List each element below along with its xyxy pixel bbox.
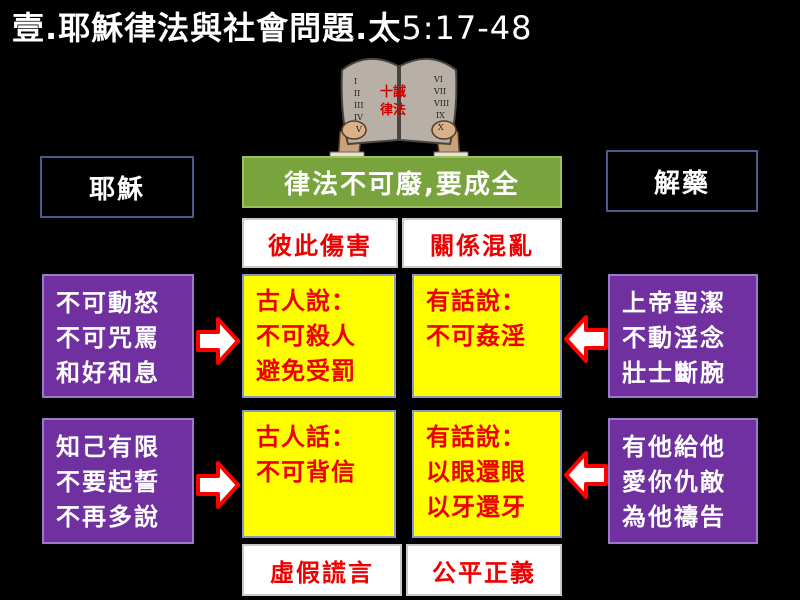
problem-bottom-left-text: 虛假謊言 bbox=[270, 558, 374, 587]
numeral-left-3: III bbox=[354, 101, 363, 110]
numeral-left-5: V bbox=[355, 125, 362, 134]
left-header-label: 耶穌 bbox=[88, 174, 145, 205]
slide-title: 壹.耶穌律法與社會問題.太5:17-48 bbox=[12, 6, 532, 50]
numeral-left-4: IV bbox=[354, 113, 363, 122]
problem-label-top-left: 彼此傷害 bbox=[242, 218, 398, 268]
purple-right-top-line2: 不動淫念 bbox=[622, 324, 726, 352]
arrow-right-icon bbox=[196, 316, 240, 366]
yellow-top-left-line3: 避免受罰 bbox=[256, 357, 356, 385]
numeral-right-2: VII bbox=[433, 87, 446, 96]
purple-right-top-line1: 上帝聖潔 bbox=[622, 289, 726, 317]
yellow-bottom-left-line2: 不可背信 bbox=[256, 458, 356, 486]
yellow-top-left-line2: 不可殺人 bbox=[256, 322, 356, 350]
arrow-left-icon bbox=[564, 450, 608, 500]
purple-left-bottom-line1: 知己有限 bbox=[56, 433, 160, 461]
purple-left-top-line3: 和好和息 bbox=[56, 359, 160, 387]
problem-top-right-text: 關係混亂 bbox=[430, 231, 534, 260]
center-banner-label: 律法不可廢,要成全 bbox=[284, 169, 520, 200]
purple-box-left-bottom: 知己有限 不要起誓 不再多說 bbox=[42, 418, 194, 544]
right-header-label: 解藥 bbox=[653, 168, 710, 199]
tablet-label-line2: 律法 bbox=[380, 102, 406, 118]
yellow-bottom-right-line1: 有話說： bbox=[426, 423, 526, 451]
yellow-top-right-line1: 有話說： bbox=[426, 287, 526, 315]
numeral-left-1: I bbox=[354, 77, 357, 86]
center-banner: 律法不可廢,要成全 bbox=[242, 156, 562, 208]
purple-left-top-line2: 不可咒罵 bbox=[56, 324, 160, 352]
arrow-right-icon bbox=[196, 460, 240, 510]
purple-left-bottom-line3: 不再多說 bbox=[56, 503, 160, 531]
problem-label-top-right: 關係混亂 bbox=[402, 218, 562, 268]
yellow-box-bottom-left: 古人話： 不可背信 bbox=[242, 410, 396, 538]
purple-left-bottom-line2: 不要起誓 bbox=[56, 468, 160, 496]
yellow-bottom-left-line1: 古人話： bbox=[256, 423, 356, 451]
purple-right-bottom-line1: 有他給他 bbox=[622, 433, 726, 461]
yellow-box-bottom-right: 有話說： 以眼還眼 以牙還牙 bbox=[412, 410, 562, 538]
purple-box-right-bottom: 有他給他 愛你仇敵 為他禱告 bbox=[608, 418, 758, 544]
yellow-box-top-right: 有話說： 不可姦淫 bbox=[412, 274, 562, 398]
problem-bottom-right-text: 公平正義 bbox=[432, 558, 536, 587]
yellow-top-right-line2: 不可姦淫 bbox=[426, 322, 526, 350]
purple-right-top-line3: 壯士斷腕 bbox=[622, 359, 726, 387]
yellow-top-left-line1: 古人說： bbox=[256, 287, 356, 315]
right-header-antidote: 解藥 bbox=[606, 150, 758, 212]
problem-label-bottom-right: 公平正義 bbox=[406, 544, 562, 596]
purple-right-bottom-line3: 為他禱告 bbox=[622, 503, 726, 531]
problem-label-bottom-left: 虛假謊言 bbox=[242, 544, 402, 596]
purple-right-bottom-line2: 愛你仇敵 bbox=[622, 468, 726, 496]
problem-top-left-text: 彼此傷害 bbox=[268, 231, 372, 260]
numeral-right-4: IX bbox=[436, 111, 445, 120]
arrow-left-icon bbox=[564, 314, 608, 364]
purple-box-left-top: 不可動怒 不可咒罵 和好和息 bbox=[42, 274, 194, 398]
numeral-right-5: X bbox=[438, 123, 444, 132]
ten-commandments-tablet-icon: I II III IV V VI VII VIII IX X 十誡 律法 bbox=[318, 52, 480, 162]
title-main: 壹.耶穌律法與社會問題.太 bbox=[12, 9, 402, 47]
yellow-box-top-left: 古人說： 不可殺人 避免受罰 bbox=[242, 274, 396, 398]
title-reference: 5:17-48 bbox=[401, 9, 533, 47]
numeral-left-2: II bbox=[354, 89, 360, 98]
purple-box-right-top: 上帝聖潔 不動淫念 壯士斷腕 bbox=[608, 274, 758, 398]
tablet-label-line1: 十誡 bbox=[380, 84, 406, 100]
purple-left-top-line1: 不可動怒 bbox=[56, 289, 160, 317]
numeral-right-1: VI bbox=[433, 75, 443, 84]
numeral-right-3: VIII bbox=[433, 99, 449, 108]
left-header-jesus: 耶穌 bbox=[40, 156, 194, 218]
yellow-bottom-right-line2: 以眼還眼 bbox=[426, 458, 526, 486]
yellow-bottom-right-line3: 以牙還牙 bbox=[426, 493, 526, 521]
